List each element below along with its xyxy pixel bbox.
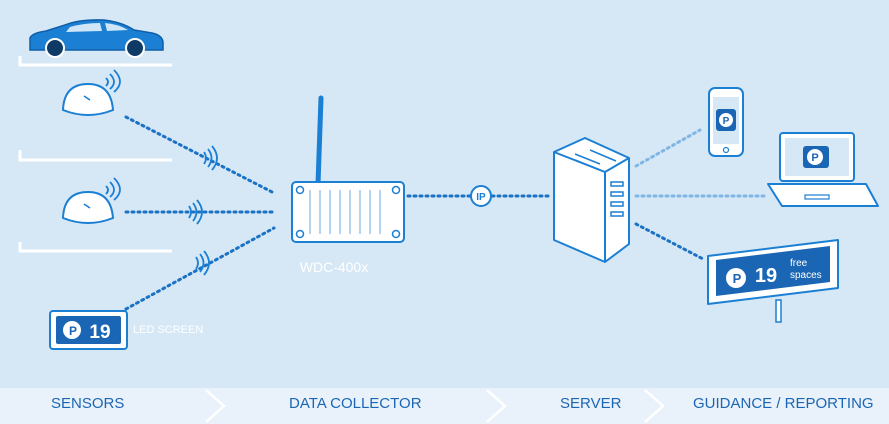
server-phone-link <box>634 128 702 168</box>
wireless-icon <box>188 199 203 225</box>
wireless-icon <box>195 250 210 276</box>
led-p-symbol: P <box>69 324 77 338</box>
step-sensors: SENSORS <box>51 395 125 412</box>
led-screen-device: P 19 <box>49 310 128 350</box>
sensor-links <box>124 115 276 311</box>
diagram-canvas: P 19 LED SCREEN WDC-400x IP <box>18 19 879 350</box>
ip-badge-icon: IP <box>470 185 492 207</box>
phone-icon: P <box>708 87 744 157</box>
server-icon <box>553 137 630 263</box>
parking-p-icon <box>63 321 81 339</box>
sensor-icon <box>61 177 121 224</box>
collector-label: WDC-400x <box>300 259 368 275</box>
step-guidance-reporting: GUIDANCE / REPORTING <box>693 395 874 412</box>
gateway-icon <box>291 95 405 243</box>
car-icon <box>29 19 164 58</box>
step-server: SERVER <box>560 395 622 412</box>
wireless-icon <box>203 145 218 171</box>
sign-free: free <box>790 258 808 269</box>
sensor-icon <box>61 69 121 116</box>
sign-spaces: spaces <box>790 270 822 281</box>
parking-p-icon <box>719 113 733 127</box>
led-sign-icon: P 19 free spaces <box>707 239 839 323</box>
phone-p-symbol: P <box>723 116 730 127</box>
server-sign-link <box>634 222 707 262</box>
parking-bay-lines <box>18 56 172 253</box>
step-data-collector: DATA COLLECTOR <box>289 395 422 412</box>
ip-badge-text: IP <box>476 192 486 203</box>
parking-p-icon <box>726 268 746 288</box>
parking-p-icon <box>807 149 823 165</box>
laptop-icon: P <box>767 132 879 207</box>
sign-count: 19 <box>755 265 777 287</box>
laptop-p-symbol: P <box>811 152 818 164</box>
led-screen-label: LED SCREEN <box>133 324 203 336</box>
process-steps-bar: SENSORS DATA COLLECTOR SERVER GUIDANCE /… <box>0 388 889 424</box>
led-count: 19 <box>89 322 110 343</box>
sign-p-symbol: P <box>733 271 742 286</box>
step-separators <box>205 389 665 423</box>
